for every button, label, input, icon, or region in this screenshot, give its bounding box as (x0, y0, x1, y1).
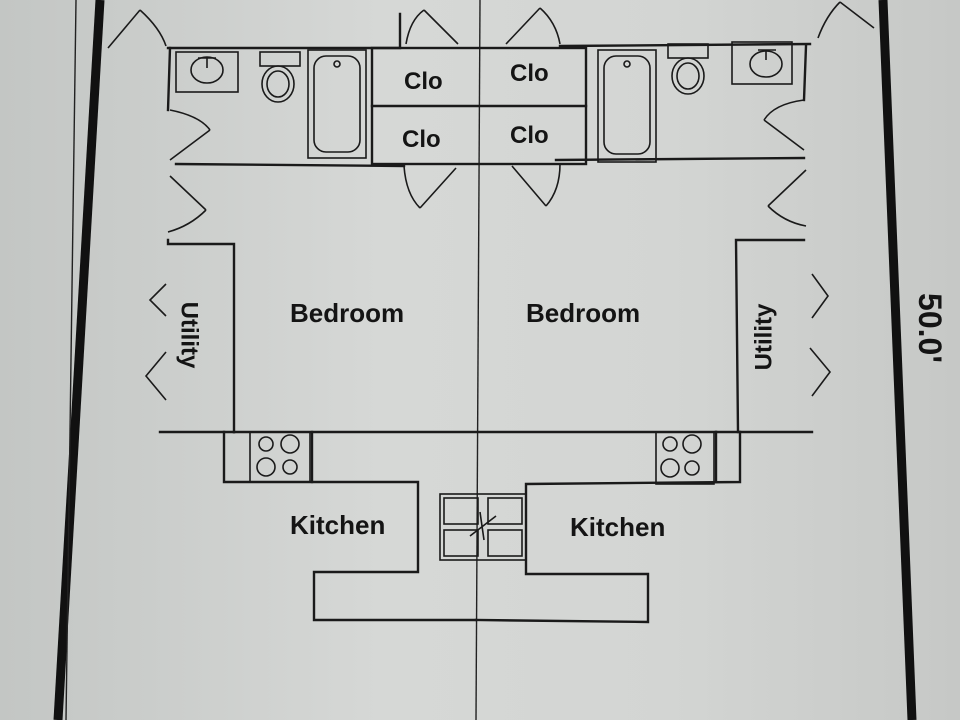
bifold-door-icon (811, 273, 829, 319)
bifold-door-icon (144, 351, 167, 401)
closet-label: Clo (404, 68, 443, 95)
bedroom-label: Bedroom (290, 298, 405, 328)
bath-bottom-wall-right (554, 156, 806, 162)
left-exterior-wall (53, 0, 105, 720)
utility-left-walls (166, 238, 236, 434)
utility-label: Utility (175, 301, 203, 369)
door-swing-icon (405, 9, 459, 45)
closet-label: Clo (510, 60, 549, 87)
door-swing-icon (107, 9, 167, 49)
kitchen-label: Kitchen (570, 512, 666, 542)
door-swing-icon (511, 163, 561, 207)
door-swing-icon (505, 7, 561, 45)
door-swing-icon (763, 99, 805, 151)
bath-top-wall-left (166, 12, 402, 50)
kitchen-label: Kitchen (290, 510, 386, 540)
range-icon (655, 431, 715, 485)
left-wall-inner-line (65, 0, 77, 720)
range-icon (249, 431, 311, 483)
bedroom-label: Bedroom (526, 298, 641, 328)
bathtub-icon (307, 49, 367, 159)
bifold-door-icon (809, 347, 832, 397)
bath-left-wall (166, 46, 172, 112)
utility-right-walls (734, 238, 806, 434)
utility-label: Utility (750, 303, 778, 371)
door-swing-icon (167, 175, 207, 233)
toilet-icon (259, 51, 301, 103)
sink-icon (731, 41, 793, 85)
bath-right-wall (802, 44, 808, 102)
center-party-wall (475, 0, 481, 720)
bathtub-icon (597, 49, 657, 163)
right-exterior-wall (878, 0, 917, 720)
closet-label: Clo (402, 126, 441, 153)
kitchen-left-counter (222, 430, 478, 622)
toilet-icon (667, 43, 709, 95)
kitchen-right-counter (474, 430, 742, 624)
bath-top-wall-right (558, 42, 812, 48)
double-sink-icon (439, 493, 527, 561)
closet-label: Clo (510, 122, 549, 149)
door-swing-icon (403, 165, 457, 209)
bath-bottom-wall-left (174, 162, 406, 168)
door-swing-icon (169, 109, 211, 161)
sink-icon (175, 51, 239, 93)
door-swing-icon (767, 169, 807, 227)
dimension-label: 50.0' (911, 293, 948, 363)
door-swing-icon (817, 1, 875, 39)
bifold-door-icon (148, 283, 167, 317)
